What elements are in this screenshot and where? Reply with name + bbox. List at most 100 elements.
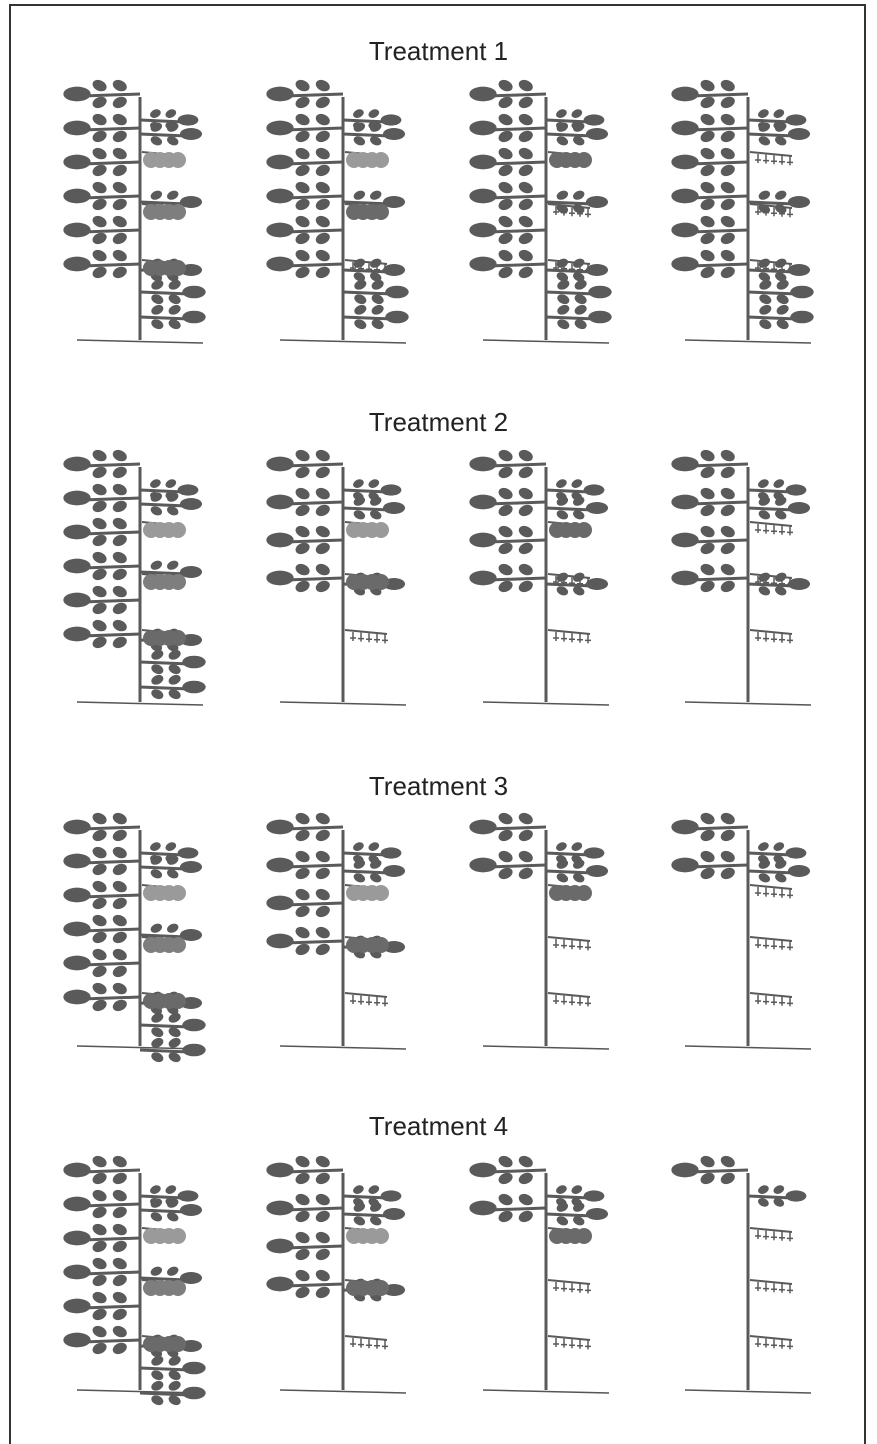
terminal-leaflet	[63, 525, 90, 540]
terminal-leaflet	[266, 223, 293, 238]
petiole	[343, 120, 387, 122]
tomato-fruit	[576, 1228, 592, 1244]
leaflet	[719, 579, 737, 595]
leaflet	[91, 1222, 109, 1238]
petiole	[488, 94, 546, 96]
leaflet	[149, 478, 163, 490]
terminal-leaflet	[469, 457, 496, 472]
leaflet	[149, 1265, 163, 1278]
leaflet	[314, 1268, 332, 1284]
leaflet	[772, 108, 786, 120]
leaflet	[149, 559, 163, 572]
petiole	[140, 1196, 184, 1198]
leaflet	[314, 448, 332, 464]
leaflet	[772, 478, 786, 490]
petiole	[140, 134, 187, 136]
leaflet	[91, 811, 109, 827]
petiole	[140, 317, 190, 319]
tomato-fruit	[373, 885, 389, 901]
petiole	[285, 94, 343, 96]
petiole	[82, 963, 140, 965]
flower-bud	[779, 1340, 785, 1349]
petiole	[690, 464, 748, 466]
leaflet	[91, 981, 109, 997]
petiole	[488, 1208, 546, 1210]
flower-bud	[787, 997, 793, 1006]
leaflet	[314, 197, 332, 213]
leaflet	[517, 1154, 535, 1170]
leaflet	[294, 887, 312, 903]
leaflet	[314, 904, 332, 920]
leaflet	[150, 673, 165, 686]
leaflet	[91, 879, 109, 895]
petiole	[343, 490, 387, 492]
flower-bud	[771, 940, 777, 949]
terminal-leaflet	[786, 114, 807, 125]
leaflet	[91, 180, 109, 196]
petiole	[546, 120, 590, 122]
terminal-leaflet	[266, 533, 293, 548]
petiole	[285, 1246, 343, 1248]
terminal-leaflet	[381, 847, 402, 858]
ground-line	[483, 702, 609, 705]
flower-bud	[771, 155, 777, 164]
terminal-leaflet	[671, 495, 698, 510]
plant-t1-2	[266, 78, 408, 343]
petiole	[82, 600, 140, 602]
tomato-fruit	[170, 522, 186, 538]
terminal-leaflet	[266, 257, 293, 272]
petiole	[82, 1272, 140, 1274]
leaflet	[517, 1209, 535, 1225]
leaflet	[111, 879, 129, 895]
terminal-leaflet	[180, 498, 202, 510]
terminal-leaflet	[584, 1190, 605, 1201]
flower-bud	[561, 1339, 567, 1348]
petiole	[82, 1170, 140, 1172]
leaflet	[111, 129, 129, 145]
petiole	[343, 1196, 387, 1198]
leaflet	[111, 180, 129, 196]
leaflet	[369, 189, 383, 202]
leaflet	[111, 465, 129, 481]
leaflet	[699, 112, 717, 128]
leaflet	[352, 189, 366, 202]
leaflet	[719, 541, 737, 557]
leaflet	[555, 108, 569, 120]
petiole	[285, 1284, 343, 1286]
tomato-fruit	[373, 574, 389, 590]
leaflet	[91, 78, 109, 94]
leaflet	[314, 541, 332, 557]
flower-bud	[350, 632, 356, 641]
leaflet	[497, 448, 515, 464]
flower-bud	[763, 633, 769, 642]
leaflet	[314, 811, 332, 827]
flower-bud	[366, 1339, 372, 1348]
flower-bud	[382, 1340, 388, 1349]
terminal-leaflet	[790, 311, 813, 324]
leaflet	[719, 180, 737, 196]
flower-bud	[771, 525, 777, 534]
truss-stem	[750, 937, 792, 941]
leaflet	[758, 303, 773, 316]
terminal-leaflet	[180, 128, 202, 140]
flower-bud	[755, 632, 761, 641]
tomato-fruit	[170, 1228, 186, 1244]
leaflet	[111, 845, 129, 861]
leaflet	[314, 524, 332, 540]
terminal-leaflet	[469, 155, 496, 170]
flower-bud	[779, 997, 785, 1006]
leaflet	[91, 947, 109, 963]
petiole	[748, 317, 798, 319]
leaflet	[719, 811, 737, 827]
terminal-leaflet	[469, 858, 496, 873]
leaflet	[314, 942, 332, 958]
petiole	[82, 895, 140, 897]
petiole	[488, 264, 546, 266]
leaflet	[497, 146, 515, 162]
leaflet	[91, 584, 109, 600]
leaflet	[150, 1050, 165, 1063]
leaflet	[91, 1256, 109, 1272]
petiole	[82, 1306, 140, 1308]
flower-bud	[787, 208, 793, 217]
terminal-leaflet	[671, 189, 698, 204]
